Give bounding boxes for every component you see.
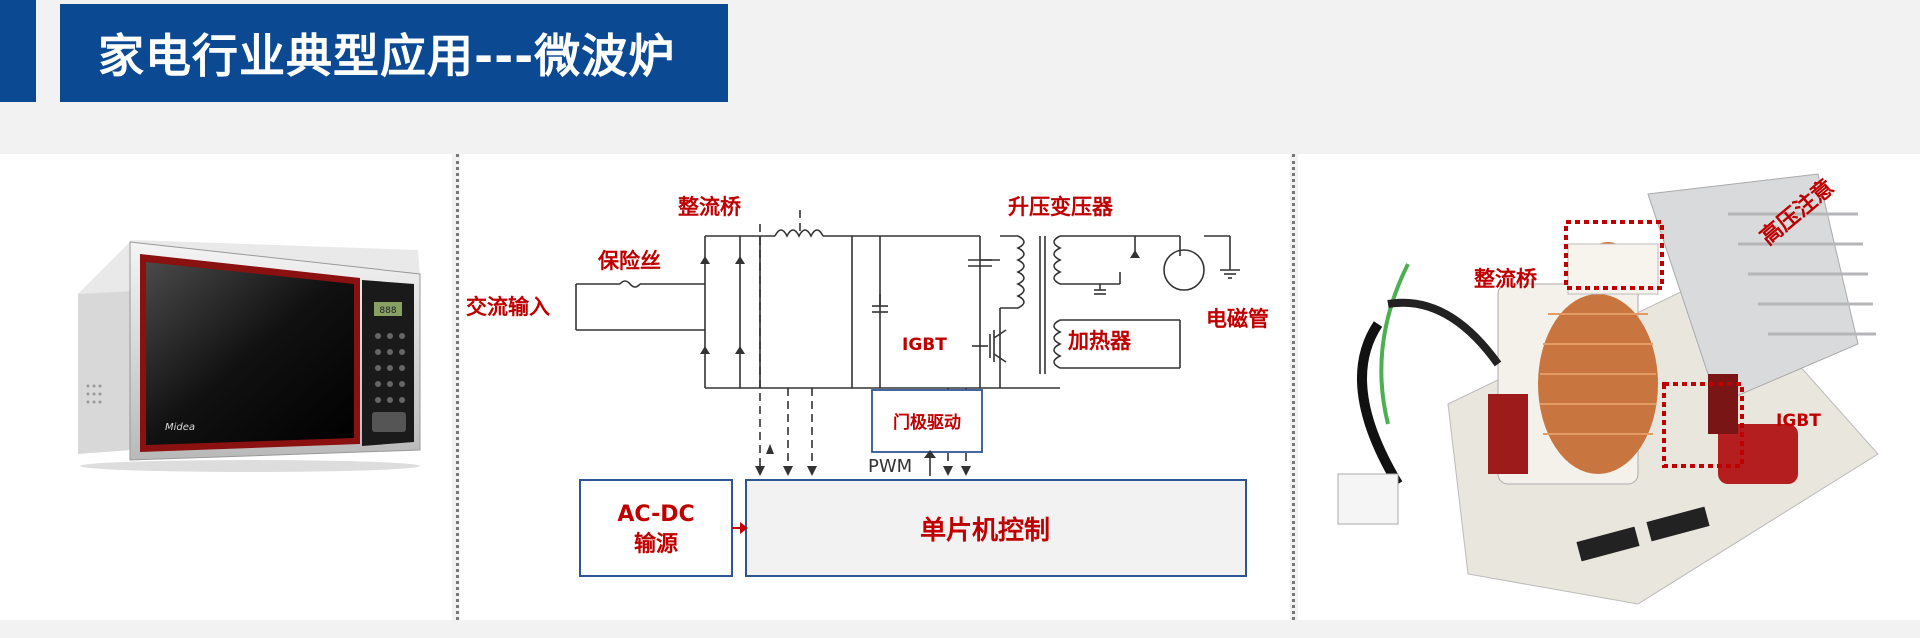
- divider-1: [456, 154, 459, 620]
- display-readout: 888: [379, 306, 396, 316]
- transformer-label: 升压变压器: [1008, 195, 1114, 219]
- ac-input-label: 交流输入: [466, 295, 550, 319]
- brand-logo: Midea: [165, 422, 195, 433]
- acdc-label-line1: AC-DC: [617, 502, 694, 527]
- pwm-label: PWM: [868, 456, 912, 477]
- circuit-diagram: 门极驱动 PWM 单片机控制 AC-DC 输源 整流桥 保险丝 交流输入 升压变…: [466, 195, 1269, 577]
- rectifier-label: 整流桥: [678, 195, 742, 219]
- fuse-label: 保险丝: [597, 249, 661, 273]
- divider-2: [1292, 154, 1295, 620]
- heater-label: 加热器: [1067, 329, 1132, 353]
- magnetron-label: 电磁管: [1206, 307, 1269, 331]
- page-title: 家电行业典型应用---微波炉: [98, 29, 676, 83]
- pcb-photo: 高压注意 整流桥 IGBT: [1326, 173, 1896, 610]
- igbt-label: IGBT: [902, 335, 947, 355]
- photo-igbt-label: IGBT: [1776, 411, 1821, 431]
- accent-bar: [0, 0, 36, 102]
- photo-rectifier-label: 整流桥: [1474, 267, 1538, 291]
- gate-driver-label: 门极驱动: [893, 412, 961, 433]
- title-banner: 家电行业典型应用---微波炉: [60, 4, 728, 102]
- acdc-label-line2: 输源: [634, 531, 678, 557]
- microwave-image: 888 Midea: [78, 240, 421, 472]
- circuit-diagram-panel: 门极驱动 PWM 单片机控制 AC-DC 输源 整流桥 保险丝 交流输入 升压变…: [460, 154, 1290, 620]
- product-image-panel: 888 Midea: [0, 154, 452, 620]
- pcb-photo-panel: 高压注意 整流桥 IGBT: [1298, 154, 1920, 620]
- mcu-label: 单片机控制: [920, 516, 1050, 546]
